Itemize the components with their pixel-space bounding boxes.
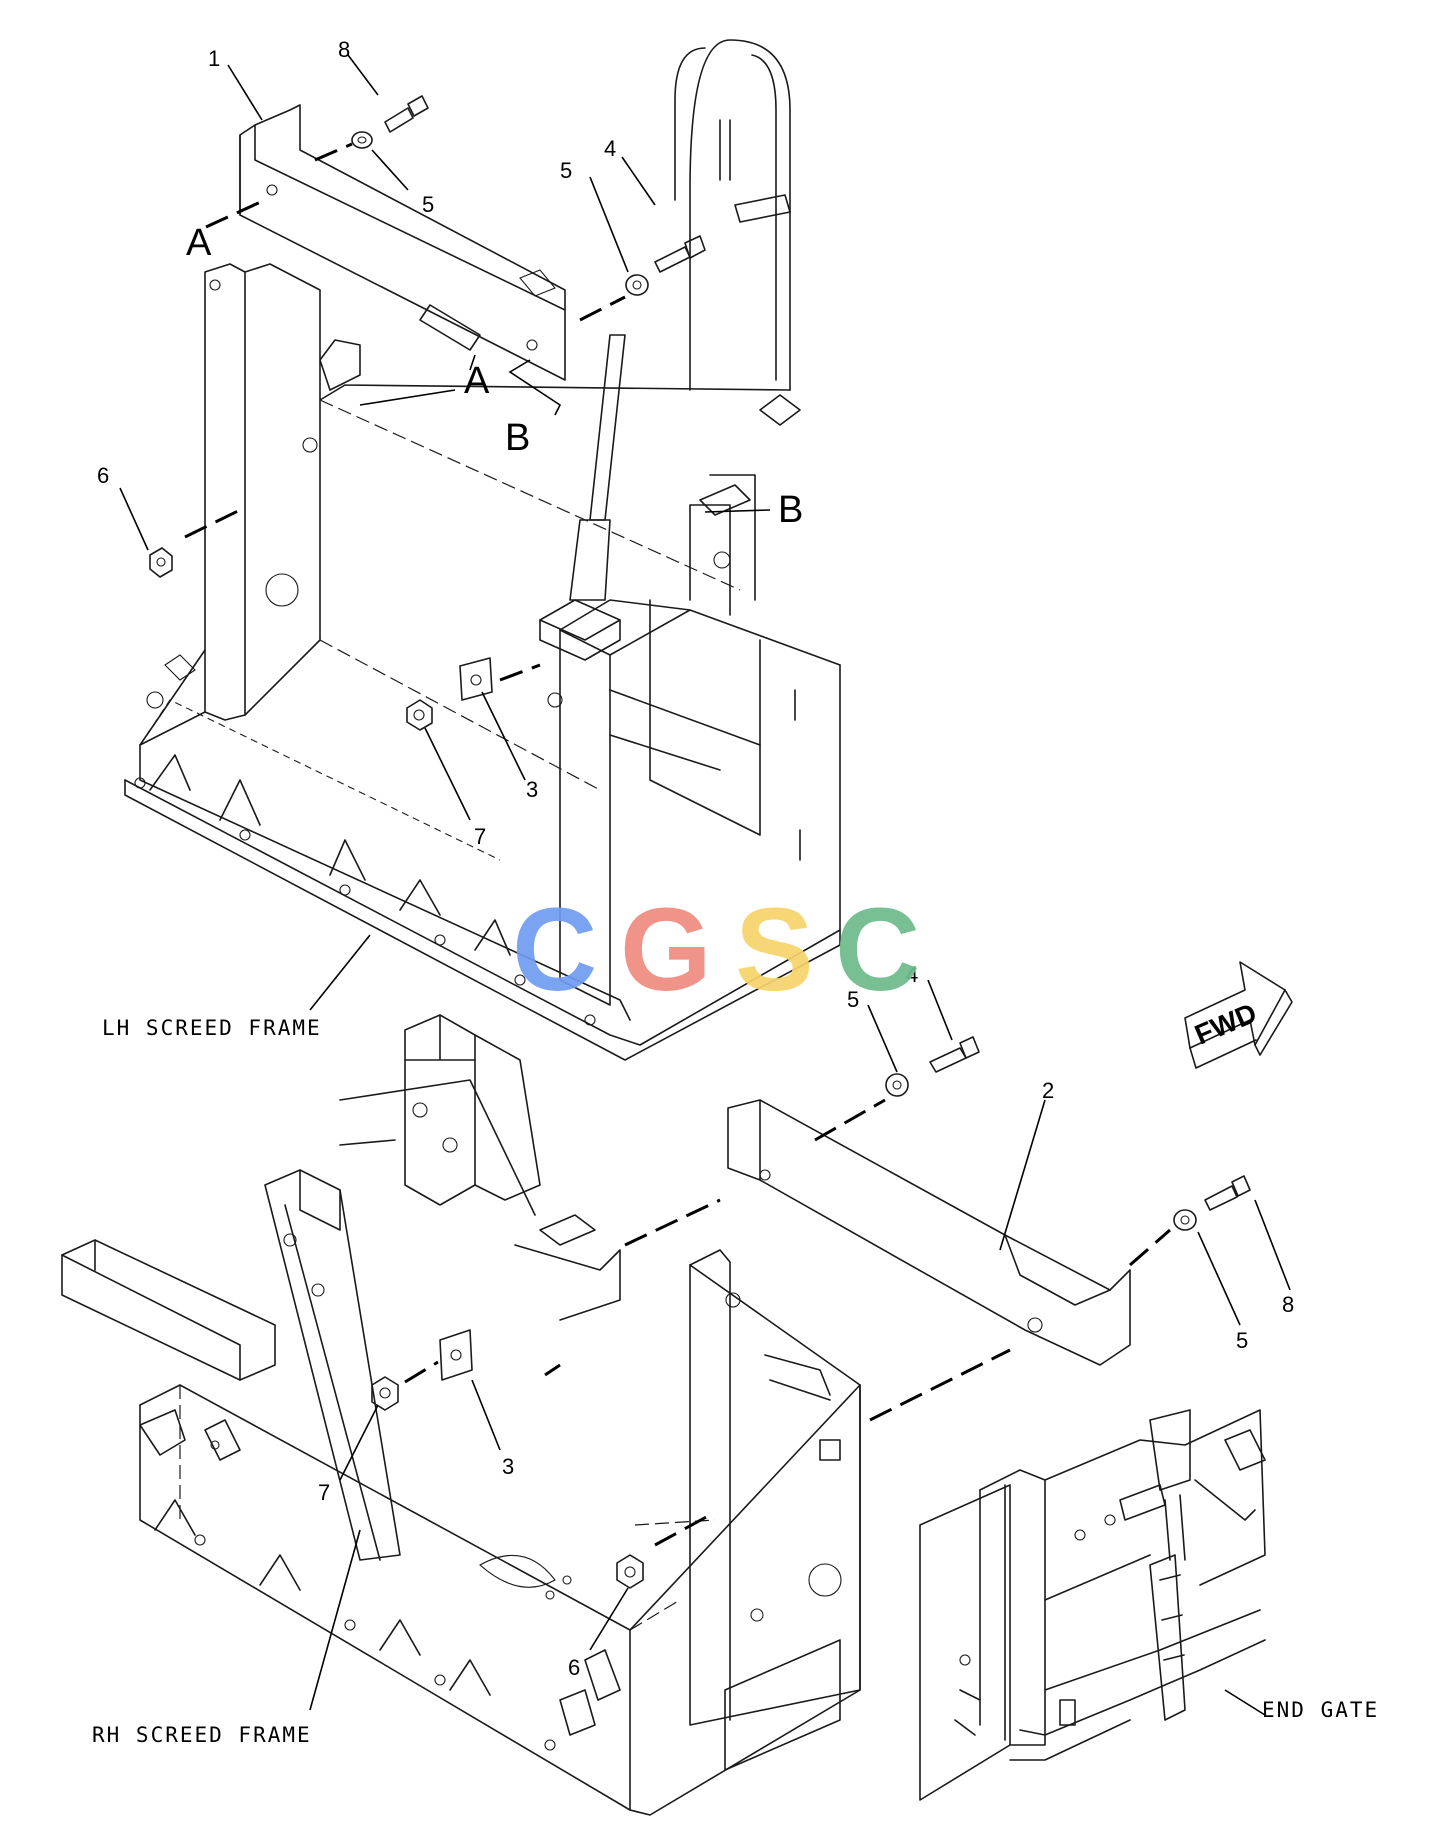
section-b-right: B: [778, 489, 803, 531]
callout-7-top: 7: [474, 824, 486, 849]
callout-4-lower: 4: [906, 962, 918, 987]
section-a-left: A: [186, 222, 212, 264]
callout-1: 1: [208, 46, 220, 71]
watermark-letter-3: S: [735, 884, 814, 1016]
upper-axis-lines: [184, 142, 771, 682]
section-letters: A A B B: [186, 222, 803, 531]
forward-direction-arrow: FWD: [1184, 961, 1293, 1069]
section-b-center: B: [505, 417, 530, 459]
callout-5-top: 5: [422, 192, 434, 217]
callout-8-top: 8: [338, 37, 350, 62]
lower-fasteners: [371, 1036, 1251, 1589]
callout-5-lower: 5: [847, 987, 859, 1012]
rh-screed-frame-drawing: [61, 1014, 861, 1816]
callout-5-mid: 5: [560, 158, 572, 183]
section-a-center: A: [464, 360, 490, 402]
watermark-logo: C G S C: [512, 884, 920, 1016]
callout-6-lower: 6: [568, 1655, 580, 1680]
upper-fasteners: [149, 95, 706, 731]
callout-2: 2: [1042, 1078, 1054, 1103]
end-gate-drawing: [919, 1409, 1266, 1801]
callout-7-lower: 7: [318, 1480, 330, 1505]
lh-screed-frame-caption: LH SCREED FRAME: [102, 1016, 322, 1040]
watermark-letter-2: G: [620, 884, 712, 1016]
item2-plate-drawing: [727, 1099, 1131, 1366]
callout-5-right: 5: [1236, 1328, 1248, 1353]
callout-8-right: 8: [1282, 1292, 1294, 1317]
end-gate-caption: END GATE: [1262, 1698, 1379, 1722]
lh-screed-frame-drawing: [124, 39, 841, 1061]
callout-3-top: 3: [526, 777, 538, 802]
callout-3-lower: 3: [502, 1454, 514, 1479]
lower-axis-lines: [404, 1098, 1171, 1547]
callout-4-top: 4: [604, 136, 616, 161]
assembly-captions: LH SCREED FRAME RH SCREED FRAME END GATE: [92, 1016, 1379, 1747]
watermark-letter-4: C: [835, 884, 920, 1016]
callout-numbers: 1 8 5 4 5 6 3 7 4 5 2 5 8 3 7 6: [97, 37, 1294, 1680]
watermark-letter-1: C: [512, 884, 597, 1016]
rh-screed-frame-caption: RH SCREED FRAME: [92, 1723, 312, 1747]
callout-6-top: 6: [97, 463, 109, 488]
callout-leaders: [119, 54, 1291, 1716]
